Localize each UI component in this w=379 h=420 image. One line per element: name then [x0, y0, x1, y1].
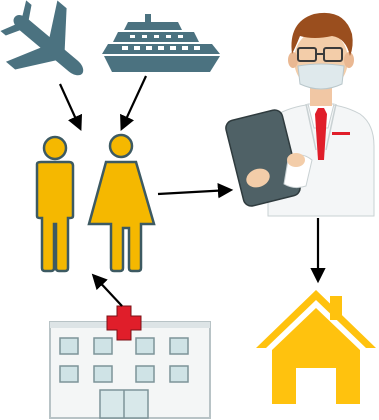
arrow-ship-to-travelers: [120, 75, 147, 131]
arrows: [58, 75, 326, 307]
airplane-icon: [0, 0, 84, 76]
woman-figure: [87, 133, 156, 273]
doctor-with-clipboard-icon: [225, 12, 375, 217]
arrow-travelers-to-doctor: [157, 182, 234, 199]
man-figure: [35, 135, 75, 273]
clipboard-icon: [225, 109, 301, 207]
arrow-hospital-to-travelers: [91, 273, 123, 307]
man-woman-icon: [35, 133, 156, 273]
cruise-ship-icon: [102, 14, 220, 72]
red-cross-icon: [106, 305, 142, 341]
house-icon: [256, 290, 376, 404]
arrow-airplane-to-travelers: [58, 83, 83, 132]
hospital-icon: [49, 305, 211, 419]
